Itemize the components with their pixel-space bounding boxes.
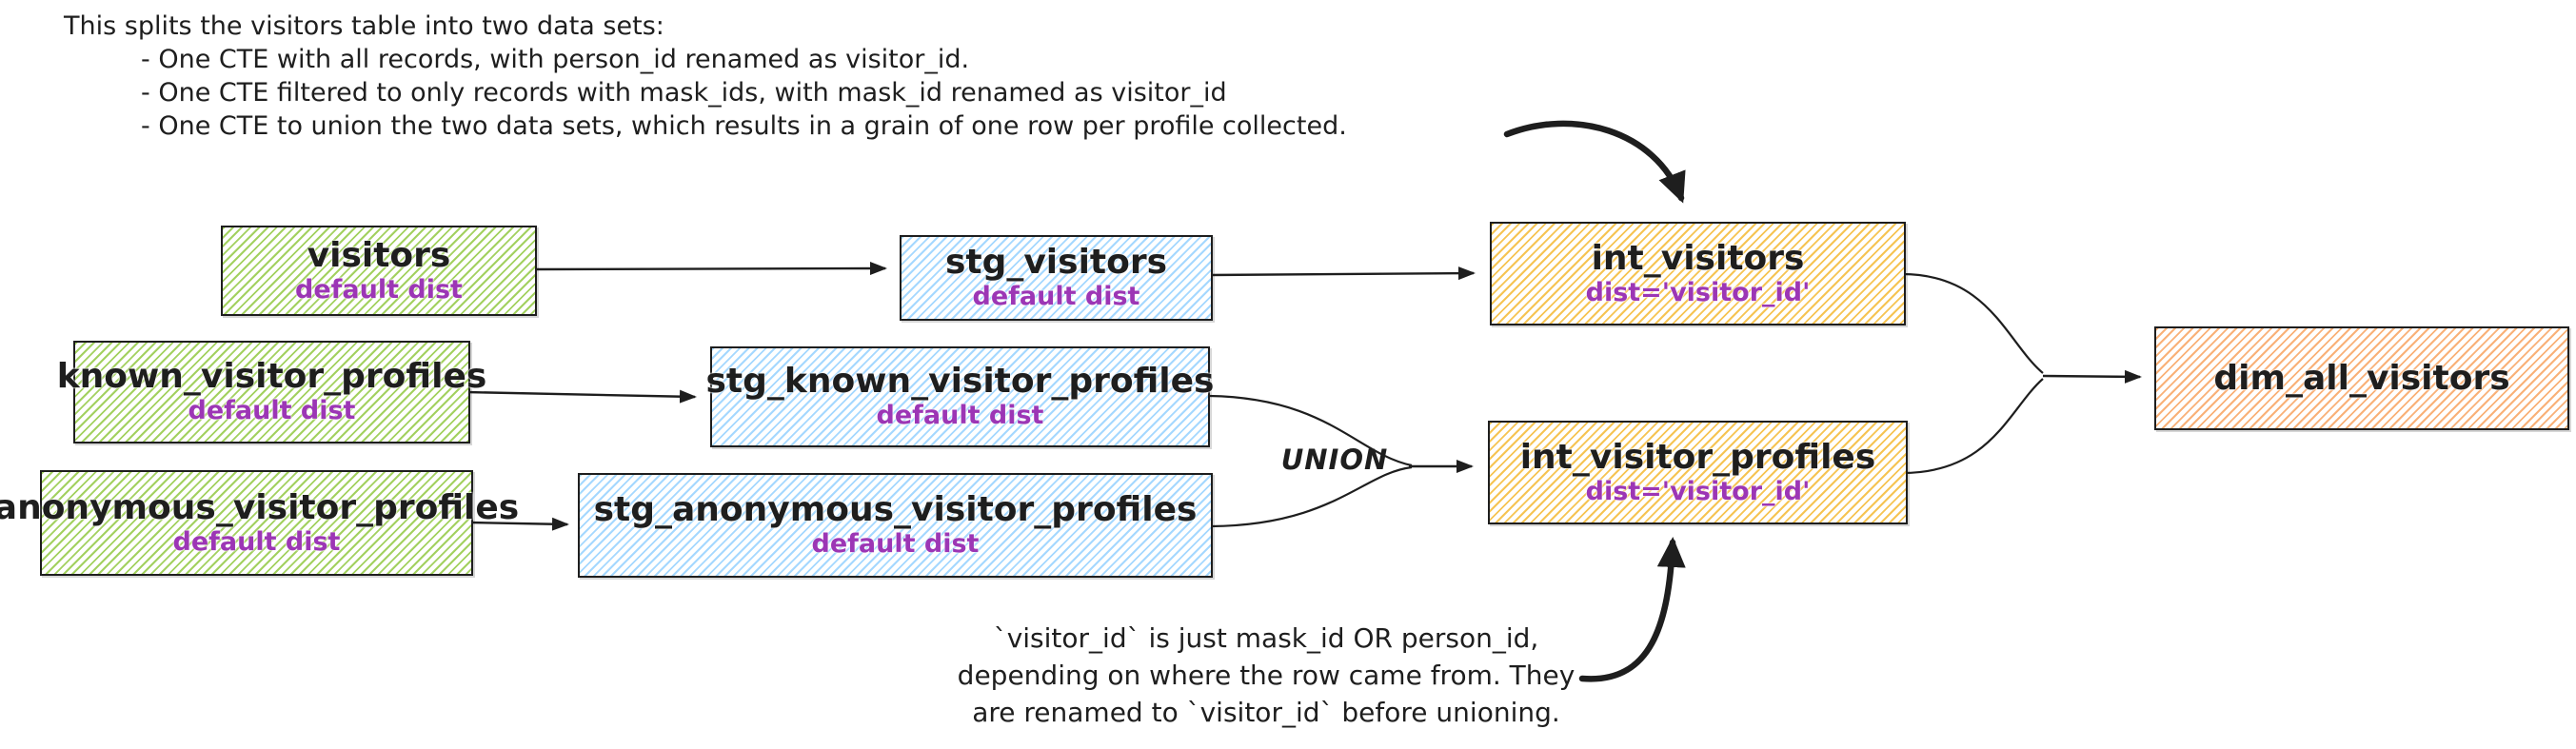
node-visitors[interactable]: visitors default dist	[221, 226, 537, 316]
node-subtitle: default dist	[972, 282, 1140, 311]
node-subtitle: default dist	[295, 274, 463, 305]
curve-stg-anonymous-to-union	[1210, 465, 1413, 528]
node-title: anonymous_visitor_profiles	[0, 487, 520, 527]
node-title: known_visitor_profiles	[56, 357, 487, 396]
node-title: stg_anonymous_visitor_profiles	[593, 490, 1198, 529]
node-stg-anonymous-visitor-profiles[interactable]: stg_anonymous_visitor_profiles default d…	[578, 473, 1213, 578]
bottom-annotation: `visitor_id` is just mask_id OR person_i…	[938, 620, 1595, 731]
bottom-annotation-line: are renamed to `visitor_id` before union…	[972, 697, 1560, 728]
top-annotation-bullet: - One CTE with all records, with person_…	[141, 45, 970, 74]
node-title: int_visitor_profiles	[1519, 437, 1876, 477]
union-label: UNION	[1280, 443, 1389, 476]
node-subtitle: dist='visitor_id'	[1585, 277, 1811, 307]
node-known-visitor-profiles[interactable]: known_visitor_profiles default dist	[57, 341, 486, 443]
node-dim-all-visitors[interactable]: dim_all_visitors	[2154, 326, 2569, 430]
arrow-visitors-to-stg-visitors	[532, 262, 887, 276]
node-subtitle: dist='visitor_id'	[1585, 476, 1811, 506]
node-title: int_visitors	[1591, 238, 1805, 278]
arrow-top-note-to-int-visitors	[1503, 120, 1686, 204]
bottom-annotation-line: `visitor_id` is just mask_id OR person_i…	[993, 622, 1539, 654]
top-annotation-bullet: - One CTE to union the two data sets, wh…	[141, 111, 1347, 141]
node-stg-known-visitor-profiles[interactable]: stg_known_visitor_profiles default dist	[706, 346, 1215, 447]
node-subtitle: default dist	[172, 526, 341, 557]
arrow-bottom-note-to-int-profiles	[1578, 537, 1686, 682]
node-title: stg_known_visitor_profiles	[705, 362, 1215, 401]
top-annotation: This splits the visitors table into two …	[64, 10, 1347, 143]
node-int-visitors[interactable]: int_visitors dist='visitor_id'	[1490, 222, 1906, 325]
arrow-stg-visitors-to-int-visitors	[1208, 266, 1476, 281]
node-title: stg_visitors	[944, 243, 1168, 282]
node-stg-visitors[interactable]: stg_visitors default dist	[900, 235, 1213, 321]
arrow-known-to-stg-known	[466, 389, 697, 404]
curve-int-visitors-to-merge	[1901, 272, 2044, 374]
node-int-visitor-profiles[interactable]: int_visitor_profiles dist='visitor_id'	[1488, 421, 1908, 524]
node-subtitle: default dist	[811, 529, 980, 559]
node-title: visitors	[307, 235, 451, 275]
bottom-annotation-line: depending on where the row came from. Th…	[957, 660, 1575, 691]
node-subtitle: default dist	[188, 396, 356, 425]
curve-int-profiles-to-merge	[1901, 378, 2044, 475]
top-annotation-bullet: - One CTE filtered to only records with …	[141, 78, 1227, 108]
top-annotation-title: This splits the visitors table into two …	[64, 11, 664, 41]
node-subtitle: default dist	[876, 401, 1044, 430]
node-title: dim_all_visitors	[2213, 358, 2510, 398]
node-anonymous-visitor-profiles[interactable]: anonymous_visitor_profiles default dist	[0, 470, 519, 576]
arrow-merge-to-dim	[2042, 369, 2142, 384]
